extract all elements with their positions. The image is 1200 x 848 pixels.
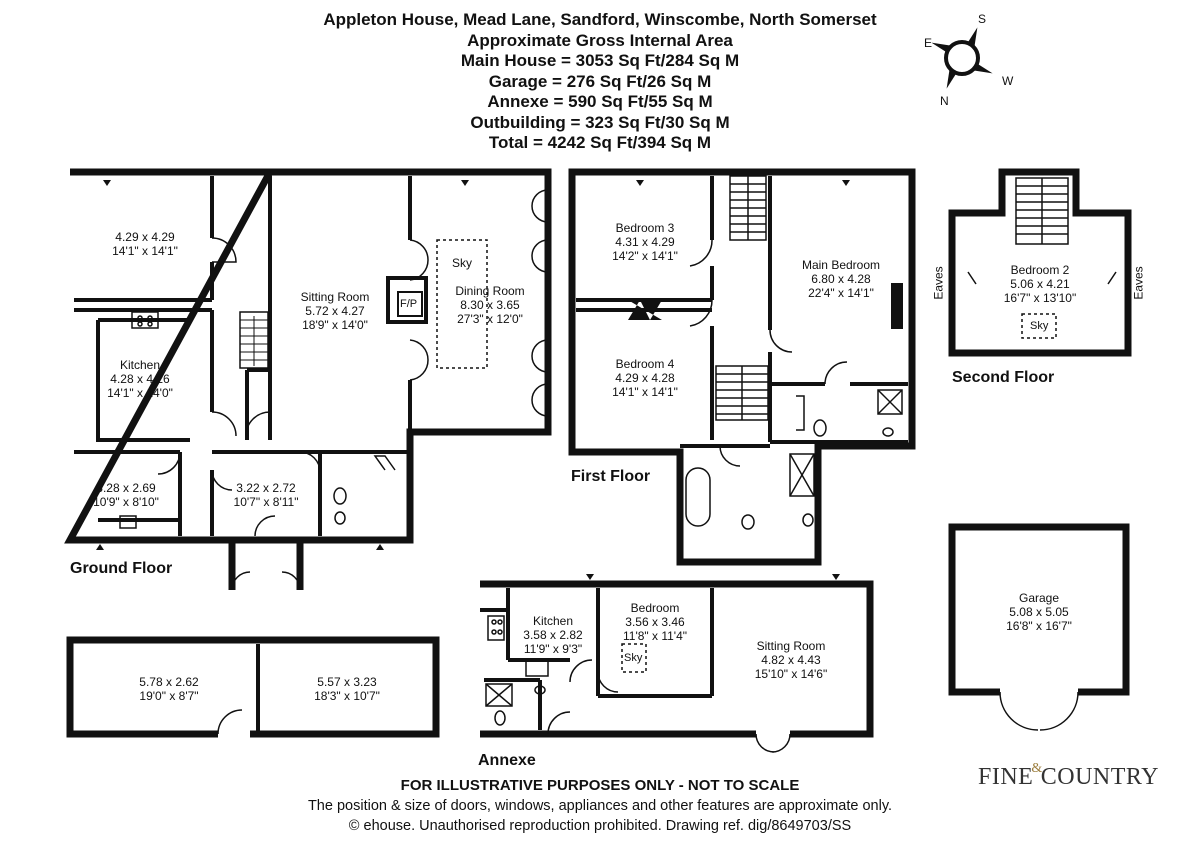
compass-s: S: [978, 12, 987, 26]
header: Appleton House, Mead Lane, Sandford, Win…: [0, 10, 1200, 154]
disclaimer-note: The position & size of doors, windows, a…: [307, 798, 893, 814]
garage-outline: [948, 523, 1130, 696]
room-gf-sitting: Sitting Room 5.72 x 4.27 18'9" x 14'0": [300, 290, 370, 332]
compass-labels: S E W N: [922, 10, 1022, 110]
skylight-tag-bed2: Sky: [1030, 320, 1049, 332]
compass-w: W: [1002, 74, 1014, 88]
compass-icon: [931, 27, 993, 89]
compass-n: N: [940, 94, 949, 108]
main-house-area: Main House = 3053 Sq Ft/284 Sq M: [460, 51, 740, 70]
room-sf-bed2: Bedroom 2 5.06 x 4.21 16'7" x 13'10": [1003, 263, 1077, 305]
room-an-sitting: Sitting Room 4.82 x 4.43 15'10" x 14'6": [754, 639, 828, 681]
area-heading: Approximate Gross Internal Area: [467, 30, 733, 50]
annexe-area: Annexe = 590 Sq Ft/55 Sq M: [487, 92, 713, 111]
room-outbuilding-1: 5.78 x 2.62 19'0" x 8'7": [139, 675, 199, 703]
room-gf-kitchen: Kitchen 4.28 x 4.26 14'1" x 14'0": [107, 358, 173, 400]
room-ff-bed3: Bedroom 3 4.31 x 4.29 14'2" x 14'1": [612, 221, 678, 263]
outbuilding-area: Outbuilding = 323 Sq Ft/30 Sq M: [470, 112, 730, 132]
eaves-tag-left: Eaves: [931, 266, 946, 300]
annexe-outline: [480, 580, 874, 738]
second-floor-outline: [948, 168, 1132, 357]
second-floor-label: Second Floor: [952, 369, 1055, 386]
room-gf-utility: 3.28 x 2.69 10'9" x 8'10": [93, 481, 159, 509]
room-an-kitchen: Kitchen 3.58 x 2.82 11'9" x 9'3": [523, 614, 583, 656]
total-area: Total = 4242 Sq Ft/394 Sq M: [488, 133, 712, 152]
eaves-tag-right: Eaves: [1131, 266, 1146, 300]
skylight-tag-annexe: Sky: [624, 652, 643, 664]
property-address: Appleton House, Mead Lane, Sandford, Win…: [323, 10, 877, 29]
room-an-bedroom: Bedroom 3.56 x 3.46 11'8" x 11'4": [622, 601, 688, 643]
skylight-tag-dining: Sky: [452, 256, 473, 270]
disclaimer: FOR ILLUSTRATIVE PURPOSES ONLY - NOT TO …: [0, 776, 1200, 836]
fireplace-tag: F/P: [400, 298, 418, 310]
ground-porch: [228, 540, 304, 590]
fine-country-logo: FINE&COUNTRY: [978, 761, 1159, 790]
room-garage: Garage 5.08 x 5.05 16'8" x 16'7": [1006, 591, 1072, 633]
room-ff-main: Main Bedroom 6.80 x 4.28 22'4" x 14'1": [801, 258, 881, 300]
copyright-note: © ehouse. Unauthorised reproduction proh…: [348, 818, 852, 834]
room-ff-bed4: Bedroom 4 4.29 x 4.28 14'1" x 14'1": [612, 357, 678, 399]
room-gf-hall: 3.22 x 2.72 10'7" x 8'11": [233, 481, 299, 509]
compass-e: E: [924, 36, 933, 50]
first-floor-outline: [568, 168, 916, 566]
disclaimer-title: FOR ILLUSTRATIVE PURPOSES ONLY - NOT TO …: [400, 777, 800, 794]
outbuilding-outline: [66, 636, 440, 738]
first-floor-label: First Floor: [571, 468, 651, 485]
room-gf-1: 4.29 x 4.29 14'1" x 14'1": [112, 230, 178, 258]
annexe-label: Annexe: [478, 752, 536, 769]
room-gf-dining: Dining Room 8.30 x 3.65 27'3" x 12'0": [455, 284, 525, 326]
ground-floor-label: Ground Floor: [70, 560, 173, 577]
garage-area: Garage = 276 Sq Ft/26 Sq M: [488, 71, 712, 91]
room-outbuilding-2: 5.57 x 3.23 18'3" x 10'7": [314, 675, 380, 703]
